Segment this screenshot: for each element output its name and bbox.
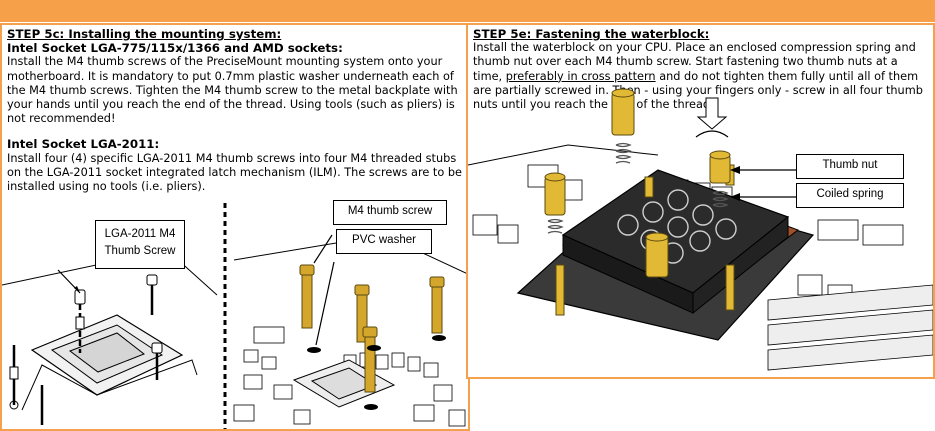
step-5c-title: STEP 5c: Installing the mounting system:	[7, 27, 282, 41]
dotted-divider	[223, 203, 227, 429]
pvc-washer-callout: PVC washer	[336, 229, 432, 254]
waterblock-instructions: Install the waterblock on your CPU. Plac…	[473, 41, 927, 112]
callout-line1: LGA-2011 M4	[104, 228, 176, 240]
instructions-part-a: Install the waterblock on your CPU. Plac…	[473, 41, 916, 83]
step-5e-panel: STEP 5e: Fastening the waterblock: Insta…	[466, 23, 935, 379]
m4-thumb-screw-callout: M4 thumb screw	[333, 200, 447, 225]
intel-amd-subheading: Intel Socket LGA-775/115x/1366 and AMD s…	[7, 41, 343, 56]
lga2011-socket-illustration	[2, 249, 218, 425]
step-5c-panel: STEP 5c: Installing the mounting system:…	[0, 23, 470, 431]
step-5e-text: STEP 5e: Fastening the waterblock: Insta…	[473, 27, 927, 112]
thumb-nut-callout: Thumb nut	[796, 154, 904, 179]
instructions-part-b: and do not tighten them fully until all …	[473, 69, 923, 112]
motherboard-screws-illustration	[233, 234, 468, 427]
lga2011-subheading: Intel Socket LGA-2011:	[7, 137, 160, 152]
lga2011-instructions: Install four (4) specific LGA-2011 M4 th…	[7, 151, 462, 194]
step-5e-title: STEP 5e: Fastening the waterblock:	[473, 27, 710, 41]
top-header-bar	[0, 0, 935, 22]
step-5c-text: STEP 5c: Installing the mounting system:…	[7, 27, 462, 194]
waterblock-illustration	[468, 88, 933, 371]
callout-line2: Thumb Screw	[104, 245, 176, 257]
lga2011-thumb-screw-callout: LGA-2011 M4 Thumb Screw	[95, 220, 185, 269]
coiled-spring-callout: Coiled spring	[796, 183, 904, 208]
intel-amd-instructions: Install the M4 thumb screws of the Preci…	[7, 55, 458, 126]
cross-pattern-emphasis: preferably in cross pattern	[505, 69, 656, 83]
